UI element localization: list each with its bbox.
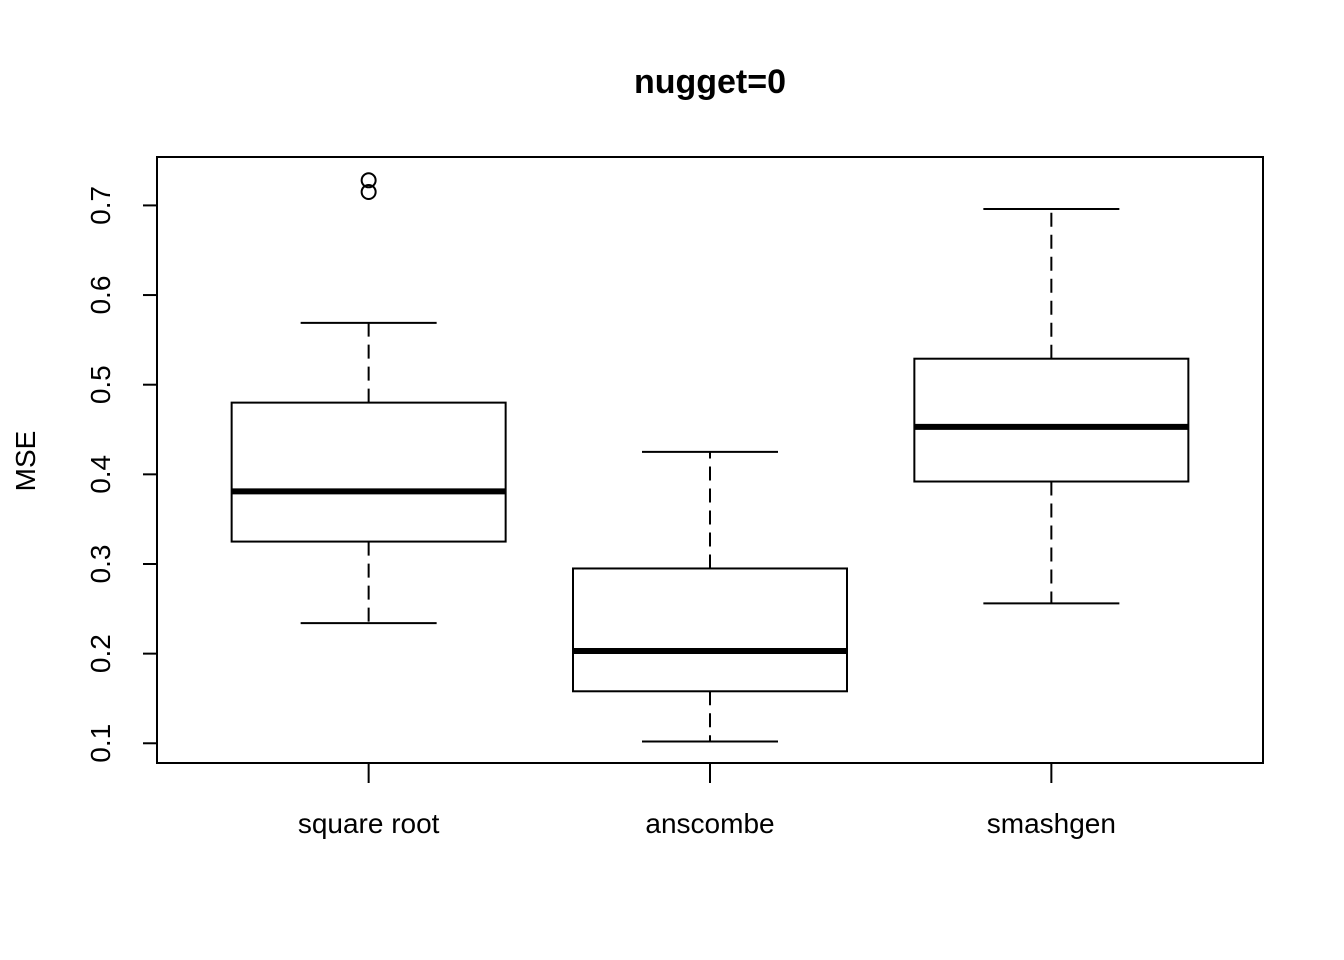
y-tick-label: 0.7 (85, 186, 116, 225)
x-tick-label: smashgen (987, 808, 1116, 839)
y-tick-label: 0.5 (85, 365, 116, 404)
y-tick-label: 0.6 (85, 276, 116, 315)
boxes-group (230, 172, 1190, 743)
x-axis: square root anscombe smashgen (298, 763, 1116, 839)
y-axis: 0.1 0.2 0.3 0.4 0.5 0.6 0.7 (85, 186, 158, 763)
box-iqr (230, 401, 507, 543)
box-anscombe (572, 450, 848, 743)
outlier-point (360, 172, 377, 189)
y-tick-label: 0.3 (85, 545, 116, 584)
box-iqr (913, 357, 1190, 483)
y-axis-label: MSE (10, 431, 41, 492)
box-square-root (230, 172, 507, 625)
y-tick-label: 0.1 (85, 724, 116, 763)
x-tick-label: anscombe (645, 808, 774, 839)
x-tick-label: square root (298, 808, 440, 839)
box-iqr (572, 567, 848, 693)
y-tick-label: 0.4 (85, 455, 116, 494)
y-tick-label: 0.2 (85, 634, 116, 673)
outlier-point (360, 183, 377, 200)
box-smashgen (913, 207, 1190, 605)
chart-title: nugget=0 (634, 63, 786, 101)
